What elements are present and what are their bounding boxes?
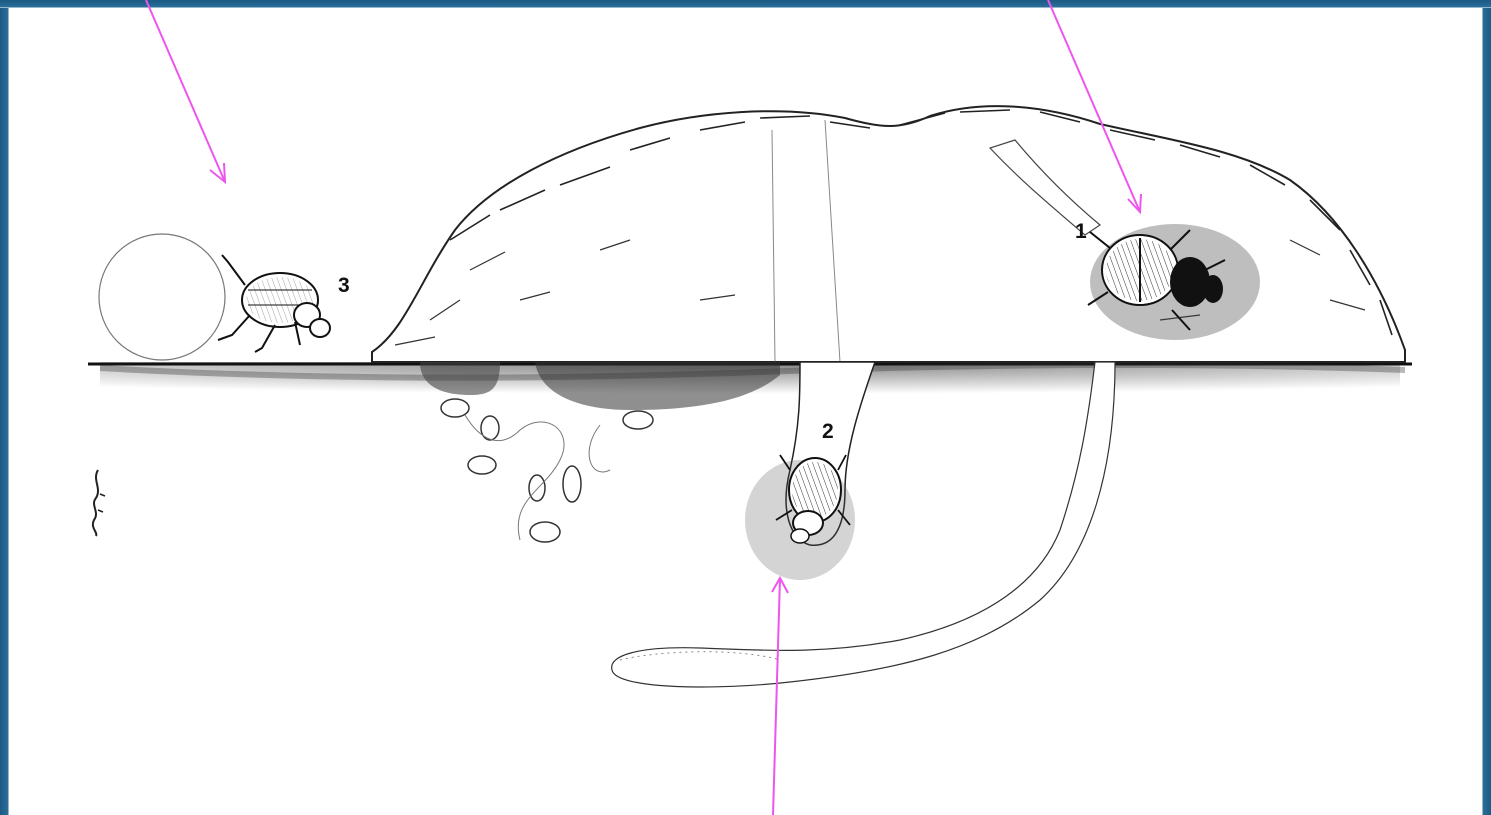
label-2: 2 (822, 420, 834, 443)
soil-layer (88, 362, 1412, 802)
label-3: 3 (338, 274, 350, 297)
dung-ball (99, 234, 225, 360)
dung-pat (372, 106, 1405, 362)
label-1: 1 (1075, 220, 1087, 243)
beetle-3 (218, 255, 330, 352)
arrow-to-dung-ball (146, 0, 225, 182)
